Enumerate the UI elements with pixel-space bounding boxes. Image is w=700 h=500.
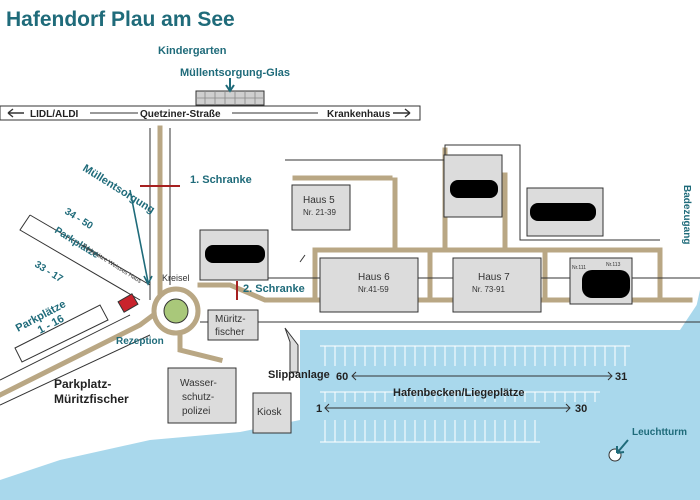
haus-5-name: Haus 5 (303, 195, 335, 206)
reception-building (117, 293, 139, 313)
label-krankenhaus: Krankenhaus (327, 109, 391, 120)
arrow-right-icon (393, 108, 411, 118)
label-parkplatz-mueritz-1: Parkplatz- (54, 377, 111, 391)
muell-arrow (129, 189, 153, 286)
label-hafenbecken: Hafenbecken/Liegeplätze (393, 387, 524, 399)
label-nr113: Nr.113 (606, 262, 621, 268)
label-num-31: 31 (615, 371, 627, 383)
label-num-1: 1 (316, 403, 322, 415)
roundabout-center (163, 298, 189, 324)
wasserschutzpolizei-building (167, 367, 237, 424)
lighthouse-arrow (616, 439, 629, 454)
kiosk-label: Kiosk (257, 407, 282, 418)
label-schranke-2: 2. Schranke (243, 283, 305, 295)
label-rezeption: Rezeption (116, 336, 164, 347)
quetziner-street (0, 105, 421, 121)
label-lidl-aldi: LIDL/ALDI (30, 109, 79, 120)
label-muell-glas: Müllentsorgung-Glas (180, 67, 290, 79)
haus-6-range: Nr.41-59 (358, 285, 389, 294)
label-num-60: 60 (336, 371, 348, 383)
label-schranke-1: 1. Schranke (190, 174, 252, 186)
label-num-30: 30 (575, 403, 587, 415)
berth-arrow-1-30 (324, 403, 571, 413)
redacted-marks (205, 180, 630, 298)
label-kindergarten: Kindergarten (158, 45, 227, 57)
slipway (284, 327, 299, 373)
label-pp-34-50: 34 - 50 (62, 206, 95, 232)
label-slipanlage: Slippanlage (268, 369, 330, 381)
label-leuchtturm: Leuchtturm (632, 427, 687, 438)
parking-lot-34-50 (19, 214, 151, 301)
harbor-basin (300, 300, 700, 500)
haus-6-name: Haus 6 (358, 272, 390, 283)
berths (324, 346, 626, 442)
haus-5-range: Nr. 21-39 (303, 208, 336, 217)
label-pp-weisses-haus: Parkplätze Weisses Haus (81, 244, 142, 285)
haus-7-range: Nr. 73-91 (472, 285, 505, 294)
haus-7-name: Haus 7 (478, 272, 510, 283)
mueritz-2: fischer (215, 327, 245, 338)
haus-7-building (452, 257, 542, 313)
label-muellentsorgung: Müllentsorgung (80, 162, 156, 216)
arrow-down-icon (225, 78, 235, 93)
kiosk-building (252, 392, 292, 434)
berth-arrow-60-31 (351, 371, 613, 381)
wasser-1: Wasser- (180, 378, 217, 389)
haus-5-building (291, 184, 351, 231)
mueritzfischer-building (207, 309, 259, 341)
haus-6-building (319, 257, 419, 313)
wasser-2: schutz- (182, 392, 214, 403)
label-nr111: Nr.111 (572, 265, 586, 271)
parking-lot-1-16 (14, 304, 109, 363)
label-parkplatz-mueritz-2: Müritzfischer (54, 392, 129, 406)
label-badezugang: Badezugang (681, 185, 692, 244)
wasser-3: polizei (182, 406, 210, 417)
label-pp-33-17: 33 - 17 (32, 259, 65, 285)
label-kreisel: Kreisel (162, 273, 190, 283)
arrow-left-icon (7, 108, 24, 118)
mueritz-1: Müritz- (215, 314, 246, 325)
label-quetziner: Quetziner-Straße (140, 109, 221, 120)
map-title: Hafendorf Plau am See (6, 8, 235, 31)
